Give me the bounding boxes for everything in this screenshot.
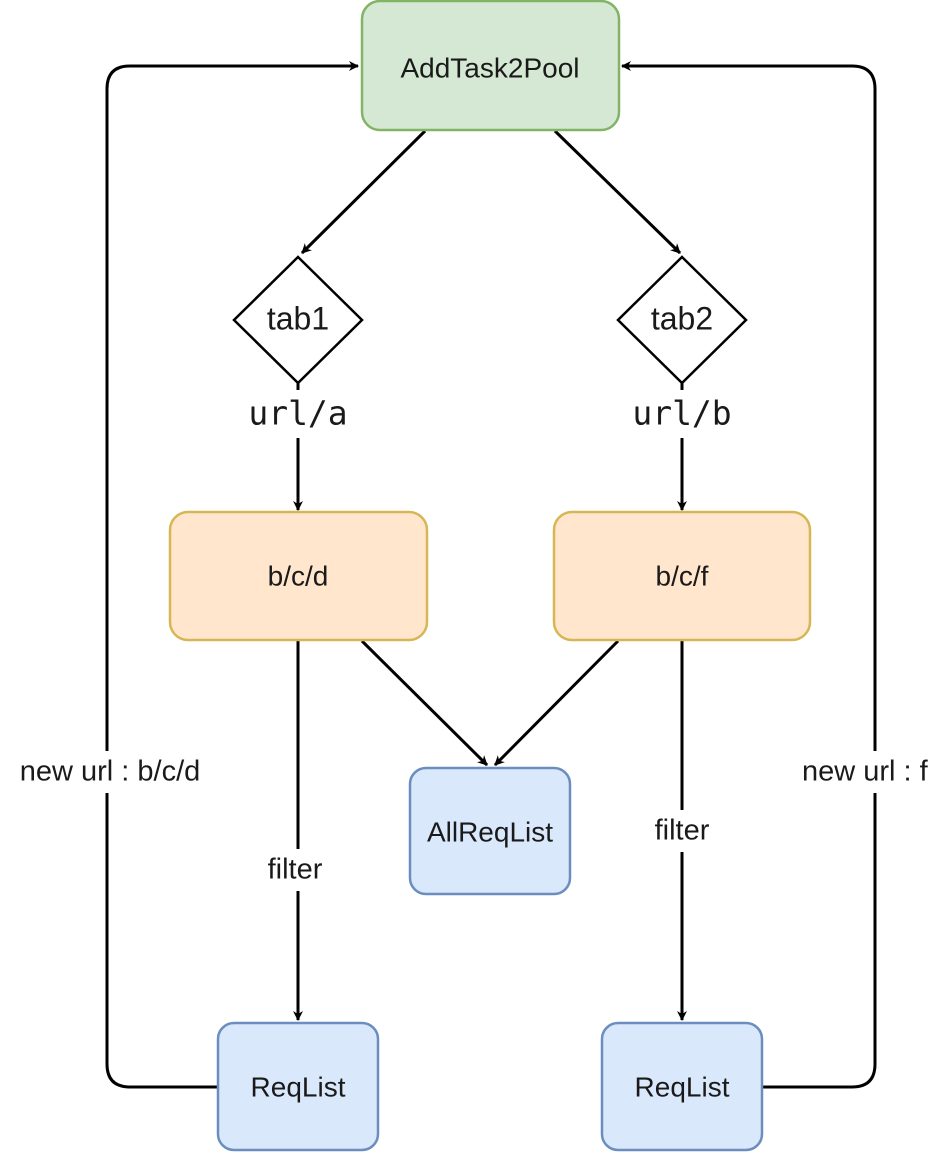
reqlist-right-node: ReqList bbox=[600, 1021, 764, 1152]
path-left-label: b/c/d bbox=[268, 560, 329, 591]
filter-right-text: filter bbox=[655, 815, 710, 847]
edge-addtask-to-tab2 bbox=[553, 129, 682, 255]
url-a-edge-label: url/a bbox=[238, 390, 358, 438]
filter-right-edge-label: filter bbox=[644, 810, 720, 852]
url-b-edge-label: url/b bbox=[622, 390, 742, 438]
edge-reqlist-right-to-addtask bbox=[621, 61, 877, 1089]
reqlist-left-label: ReqList bbox=[251, 1071, 346, 1102]
url-b-text: url/b bbox=[632, 394, 731, 433]
tab1-label: tab1 bbox=[267, 300, 329, 336]
new-url-left-edge-label: new url : b/c/d bbox=[0, 751, 222, 793]
allreqlist-label: AllReqList bbox=[427, 816, 553, 847]
allreqlist-node: AllReqList bbox=[408, 766, 572, 896]
tab2-label: tab2 bbox=[651, 300, 713, 336]
path-right-label: b/c/f bbox=[656, 560, 709, 591]
addtask2pool-node: AddTask2Pool bbox=[360, 0, 621, 132]
new-url-right-edge-label: new url : f bbox=[798, 751, 952, 793]
edge-reqlist-left-to-addtask bbox=[105, 61, 359, 1089]
tab2-decision: tab2 bbox=[616, 255, 748, 385]
reqlist-left-node: ReqList bbox=[216, 1021, 380, 1152]
edge-path-right-to-allreq bbox=[493, 639, 620, 767]
path-left-node: b/c/d bbox=[168, 510, 429, 642]
filter-left-text: filter bbox=[268, 854, 323, 886]
new-url-right-text: new url : f bbox=[802, 756, 929, 788]
url-a-text: url/a bbox=[248, 394, 347, 433]
reqlist-right-label: ReqList bbox=[635, 1071, 730, 1102]
new-url-left-text: new url : b/c/d bbox=[20, 756, 201, 788]
tab1-decision: tab1 bbox=[232, 255, 364, 385]
filter-left-edge-label: filter bbox=[256, 849, 332, 891]
edge-addtask-to-tab1 bbox=[300, 129, 427, 255]
addtask2pool-label: AddTask2Pool bbox=[400, 52, 579, 83]
path-right-node: b/c/f bbox=[552, 510, 812, 642]
edge-path-left-to-allreq bbox=[360, 639, 489, 767]
